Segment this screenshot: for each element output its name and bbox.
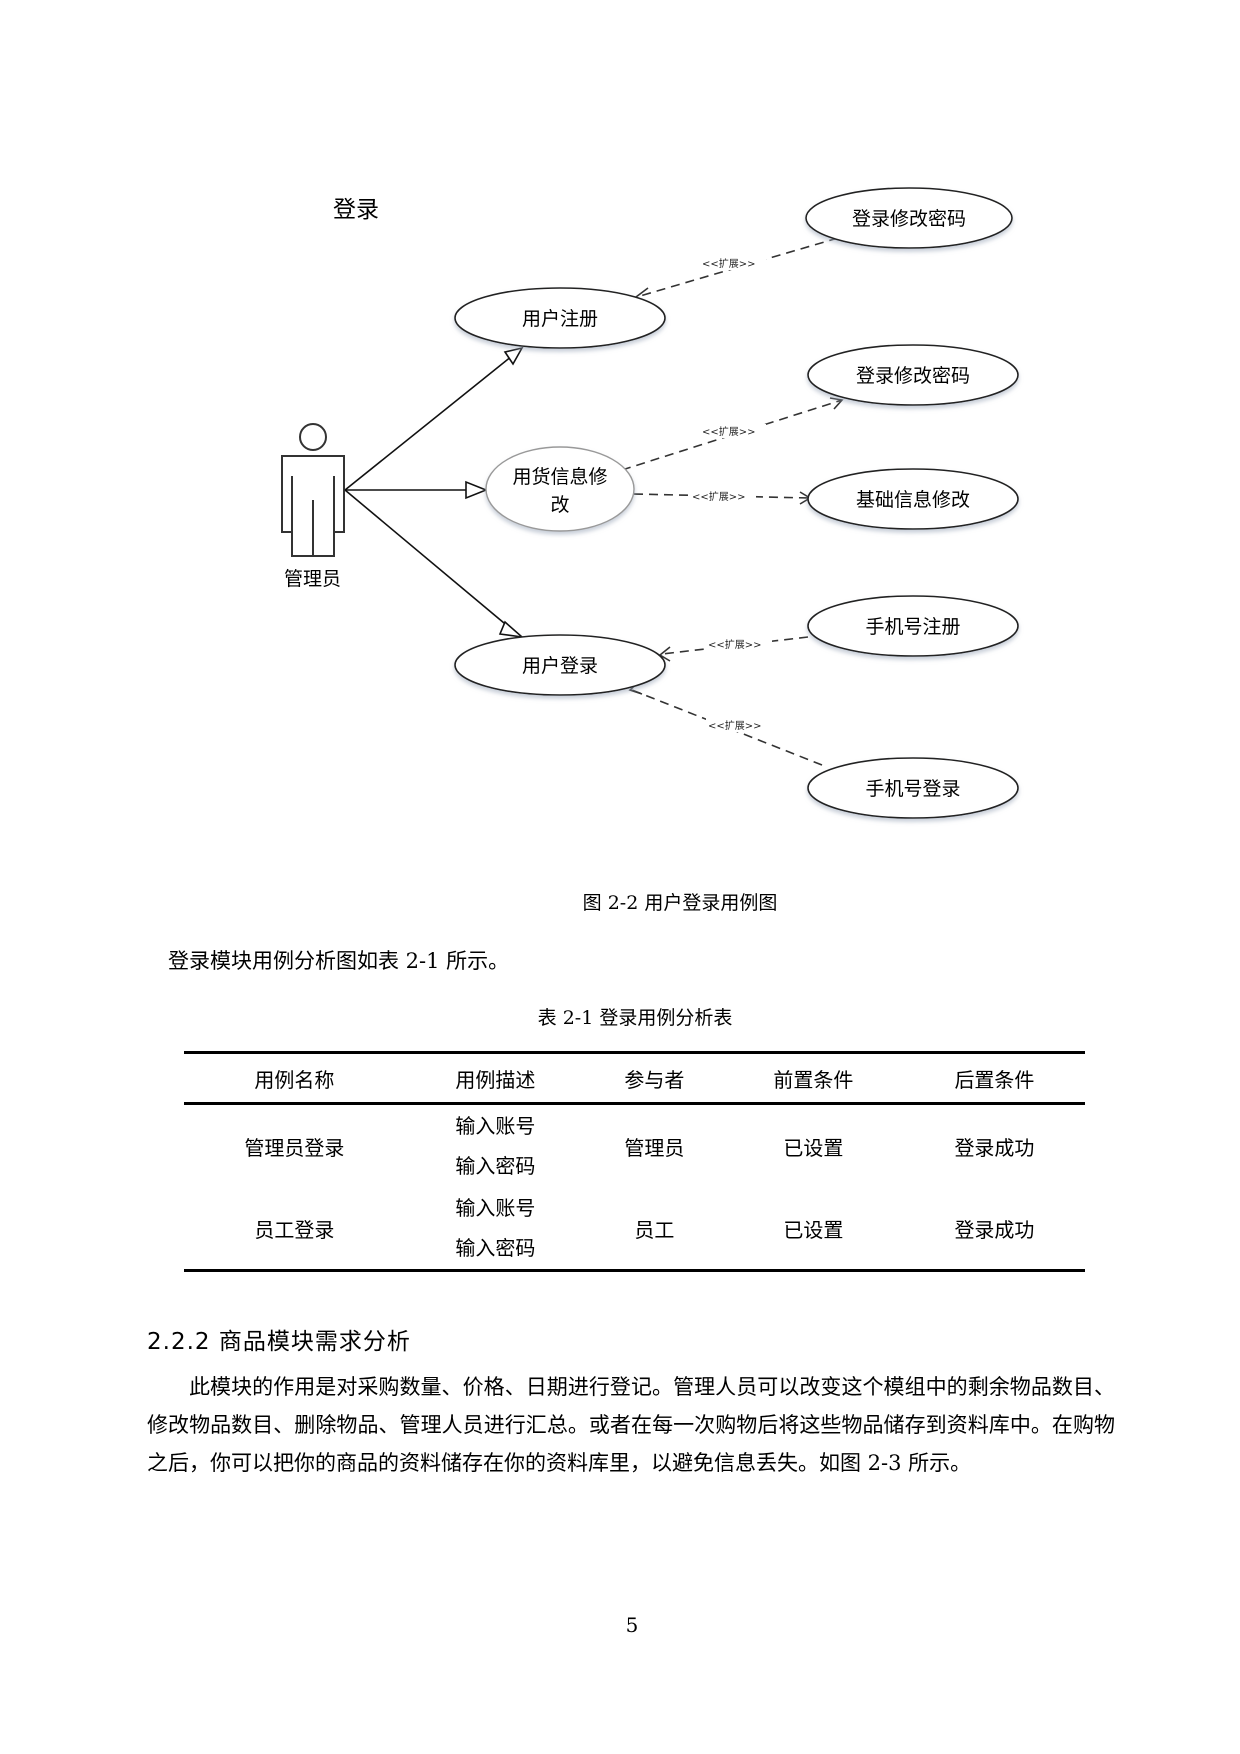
- table-caption: 表 2-1 登录用例分析表: [537, 1007, 733, 1029]
- page-number: 5: [625, 1613, 639, 1637]
- col-header-description: 用例描述: [404, 1051, 586, 1105]
- cell-actor: 管理员: [624, 1135, 685, 1160]
- table-row: 管理员登录 输入账号 输入密码 管理员 已设置 登录成功: [184, 1104, 1085, 1188]
- cell-precondition: 已设置: [722, 1187, 904, 1272]
- use-case-change-password-2[interactable]: 登录修改密码: [807, 344, 1019, 406]
- cell-actor: 员工: [585, 1187, 723, 1272]
- col-header-postcondition: 后置条件: [903, 1051, 1085, 1105]
- use-case-phone-login[interactable]: 手机号登录: [807, 757, 1019, 819]
- svg-text:登录修改密码: 登录修改密码: [852, 208, 966, 230]
- use-case-diagram: 登录 管理员 <<扩展>> <<扩展>> <<: [281, 187, 1019, 819]
- svg-text:用户登录: 用户登录: [522, 655, 598, 677]
- table-header-row: 用例名称 用例描述 参与者 前置条件 后置条件: [184, 1051, 1085, 1105]
- svg-text:<<扩展>>: <<扩展>>: [692, 490, 746, 503]
- use-case-phone-register[interactable]: 手机号注册: [807, 595, 1019, 657]
- desc-line: 输入账号: [455, 1196, 536, 1220]
- cell-name: 员工登录: [184, 1187, 405, 1272]
- desc-line: 输入密码: [455, 1236, 536, 1260]
- cell-description: 输入账号 输入密码: [404, 1187, 586, 1272]
- use-case-basic-info-edit[interactable]: 基础信息修改: [807, 468, 1019, 530]
- use-case-info-edit[interactable]: 用货信息修 改: [485, 446, 635, 532]
- intro-text: 登录模块用例分析图如表 2-1 所示。: [168, 949, 510, 973]
- svg-text:<<扩展>>: <<扩展>>: [708, 719, 762, 732]
- svg-text:用货信息修: 用货信息修: [512, 466, 607, 488]
- figure-caption: 图 2-2 用户登录用例图: [582, 892, 778, 914]
- table-row: 员工登录 输入账号 输入密码 员工 已设置 登录成功: [184, 1187, 1085, 1272]
- association-lines: [344, 346, 525, 639]
- actor-icon: [281, 423, 345, 557]
- svg-text:<<扩展>>: <<扩展>>: [702, 257, 756, 270]
- svg-text:登录修改密码: 登录修改密码: [856, 365, 970, 387]
- extend-labels: <<扩展>> <<扩展>> <<扩展>> <<扩展>> <<扩展>>: [690, 256, 772, 732]
- section-heading: 2.2.2 商品模块需求分析: [147, 1329, 411, 1355]
- desc-line: 输入账号: [455, 1114, 536, 1138]
- svg-text:手机号登录: 手机号登录: [865, 778, 960, 800]
- col-header-precondition: 前置条件: [722, 1051, 904, 1105]
- use-case-login[interactable]: 用户登录: [454, 634, 666, 696]
- desc-line: 输入密码: [455, 1154, 536, 1178]
- svg-text:基础信息修改: 基础信息修改: [856, 489, 970, 511]
- cell-description: 输入账号 输入密码: [405, 1104, 586, 1188]
- svg-text:手机号注册: 手机号注册: [865, 616, 960, 638]
- use-case-change-password-1[interactable]: 登录修改密码: [805, 187, 1013, 249]
- cell-postcondition: 登录成功: [903, 1187, 1085, 1272]
- col-header-actor: 参与者: [585, 1051, 723, 1105]
- svg-text:用户注册: 用户注册: [522, 308, 598, 330]
- col-header-name: 用例名称: [184, 1051, 405, 1105]
- cell-precondition: 已设置: [783, 1135, 844, 1160]
- use-case-register[interactable]: 用户注册: [454, 287, 666, 349]
- svg-text:改: 改: [550, 494, 569, 516]
- section-paragraph: 此模块的作用是对采购数量、价格、日期进行登记。管理人员可以改变这个模组中的剩余物…: [147, 1375, 1115, 1475]
- cell-postcondition: 登录成功: [954, 1135, 1035, 1160]
- use-case-table: 用例名称 用例描述 参与者 前置条件 后置条件 管理员登录 输入账号 输入密码 …: [184, 1051, 1085, 1272]
- diagram-title: 登录: [333, 197, 379, 223]
- cell-name: 管理员登录: [244, 1135, 345, 1160]
- extend-lines: [621, 237, 843, 766]
- svg-text:<<扩展>>: <<扩展>>: [702, 425, 756, 438]
- svg-text:<<扩展>>: <<扩展>>: [708, 638, 762, 651]
- actor-label: 管理员: [284, 568, 341, 590]
